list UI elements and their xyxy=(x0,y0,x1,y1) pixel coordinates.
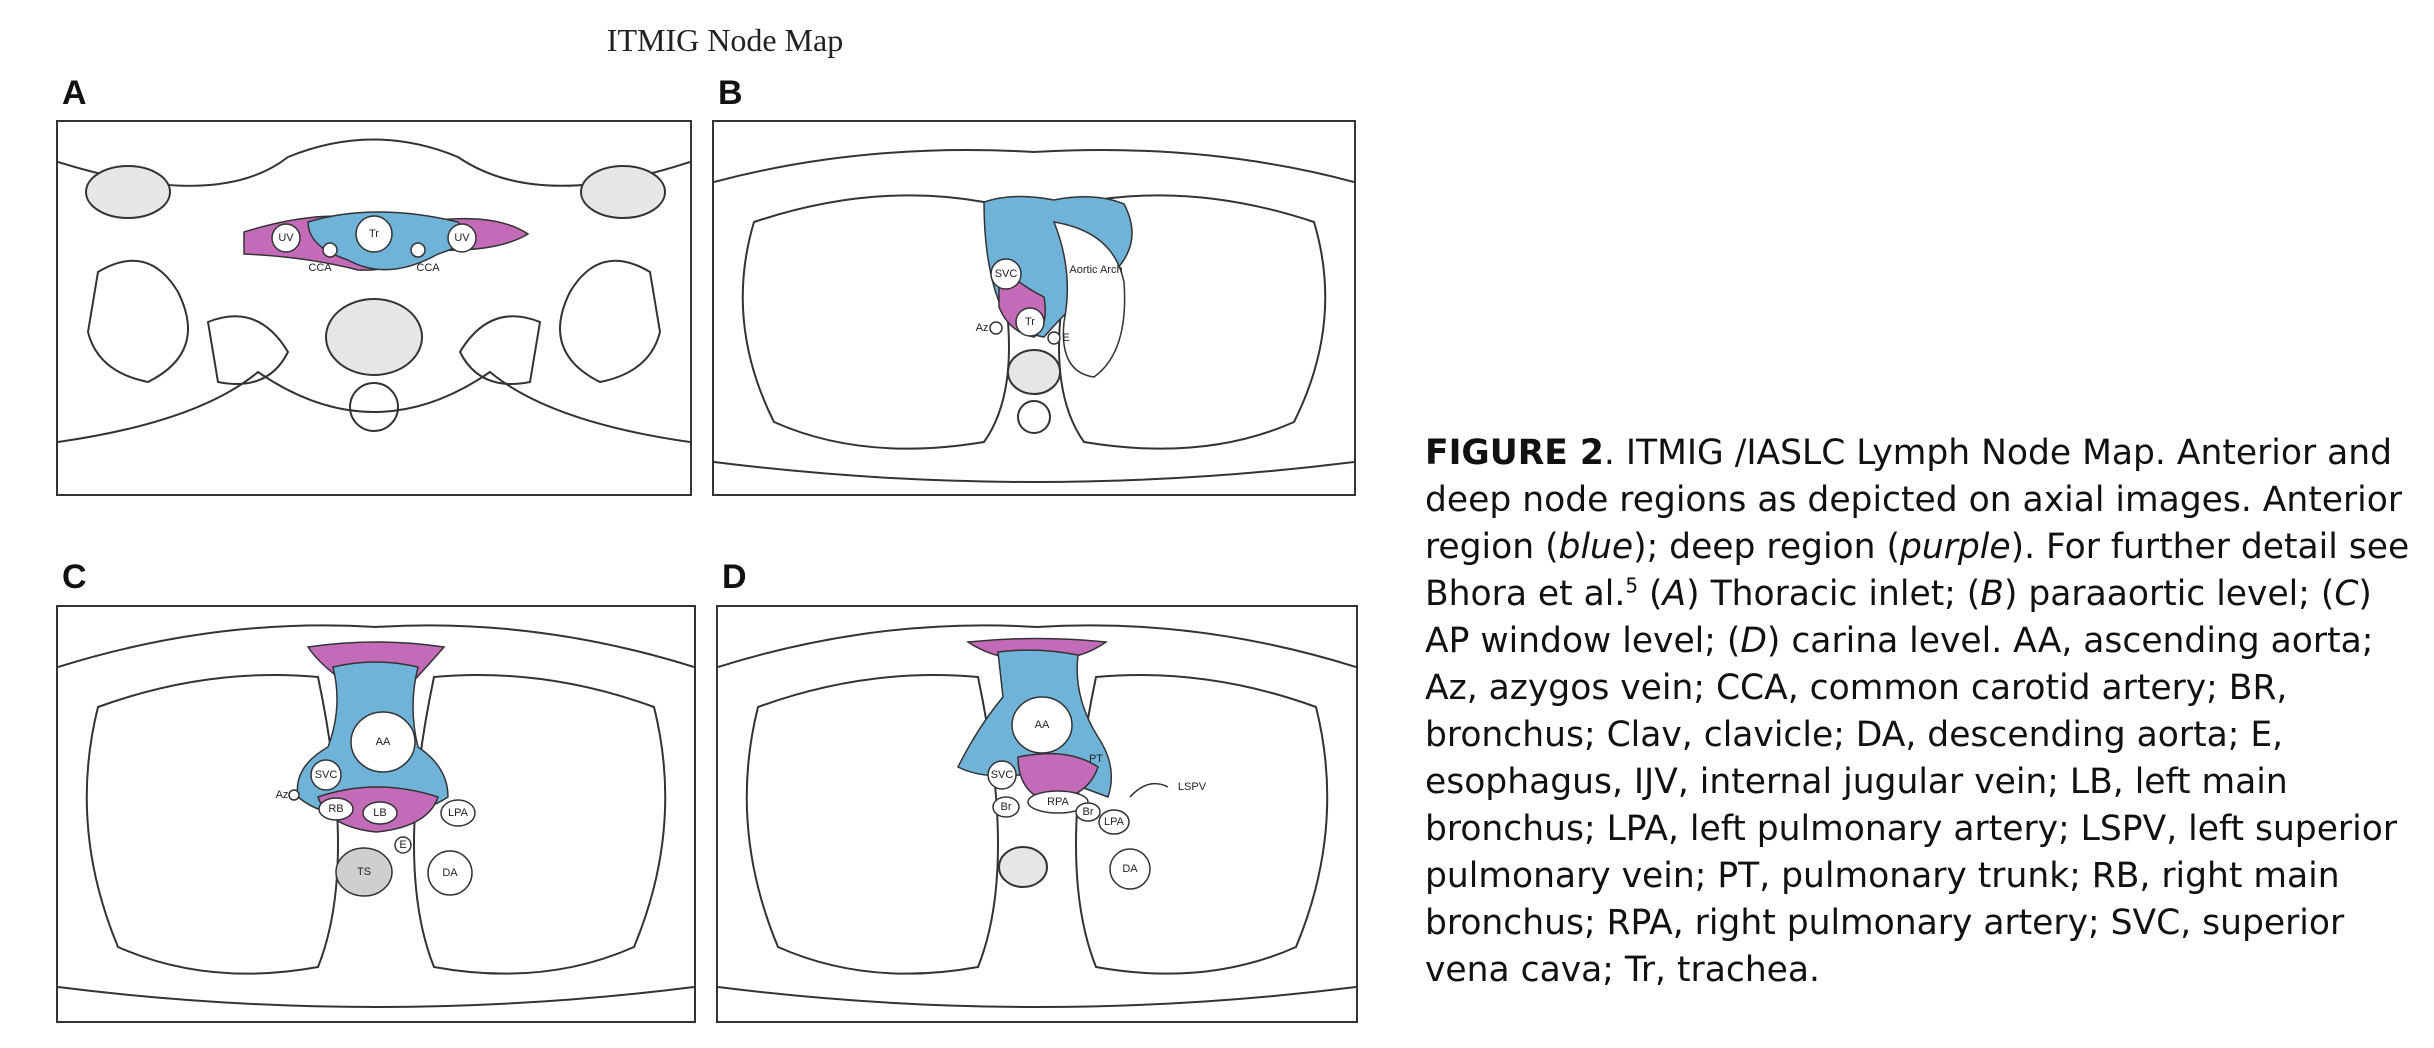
caption-panel-d: D xyxy=(1740,621,1767,661)
caption-text: ); deep region ( xyxy=(1633,527,1900,567)
label-esophagus: E xyxy=(399,839,406,851)
label-trachea: Tr xyxy=(1025,316,1035,328)
label-uv-right: UV xyxy=(278,232,294,244)
panel-a-letter: A xyxy=(62,74,87,112)
caption-purple: purple xyxy=(1899,527,2011,567)
label-da: DA xyxy=(442,867,458,879)
label-br-right: Br xyxy=(1001,801,1012,813)
caption-text: ) paraaortic level; ( xyxy=(2003,574,2335,614)
caption-text: ) carina level. AA, ascending aorta; Az,… xyxy=(1425,621,2397,990)
label-ts: TS xyxy=(357,866,371,878)
label-lb: LB xyxy=(373,807,386,819)
caption-text: ). For further detail see Bhora et al. xyxy=(1425,527,2410,614)
label-svc: SVC xyxy=(995,268,1018,280)
panel-b-paraaortic: SVC Aortic Arch Tr Az E xyxy=(712,120,1356,496)
caption-text: . ITMIG /IASLC Lymph Node Map. Anterior … xyxy=(1425,433,2403,567)
label-svc: SVC xyxy=(315,769,338,781)
panel-d-letter: D xyxy=(722,558,747,596)
label-da: DA xyxy=(1122,863,1138,875)
panel-d-diagram: AA SVC PT RPA LSPV Br Br LPA DA xyxy=(718,624,1356,1008)
caption-text: ) Thoracic inlet; ( xyxy=(1686,574,1981,614)
panel-c-letter: C xyxy=(62,558,87,596)
label-uv-left: UV xyxy=(454,232,470,244)
label-lspv: LSPV xyxy=(1178,781,1207,793)
panel-a-thoracic-inlet: UV Tr UV CCA CCA xyxy=(56,120,692,496)
label-rb: RB xyxy=(328,803,343,815)
label-esophagus: E xyxy=(1062,332,1069,344)
caption-blue: blue xyxy=(1558,527,1634,567)
label-trachea: Tr xyxy=(369,228,379,240)
panel-c-diagram: AA SVC Az RB LB LPA TS E DA xyxy=(58,624,694,1008)
panel-d-carina: AA SVC PT RPA LSPV Br Br LPA DA xyxy=(716,605,1358,1023)
label-rpa: RPA xyxy=(1047,796,1069,808)
caption-label: FIGURE 2 xyxy=(1425,433,1604,473)
caption-text: ) AP window level; ( xyxy=(1425,574,2372,661)
label-lpa: LPA xyxy=(448,807,469,819)
label-lpa: LPA xyxy=(1104,816,1125,828)
label-pt: PT xyxy=(1089,753,1103,765)
label-cca-right: CCA xyxy=(308,262,332,274)
label-aortic-arch: Aortic Arch xyxy=(1069,264,1122,276)
figure-caption: FIGURE 2. ITMIG /IASLC Lymph Node Map. A… xyxy=(1425,430,2420,994)
label-br-left: Br xyxy=(1083,806,1094,818)
panel-a-diagram: UV Tr UV CCA CCA xyxy=(58,138,690,443)
label-azygos: Az xyxy=(276,789,289,801)
caption-panel-b: B xyxy=(1980,574,2004,614)
figure-title: ITMIG Node Map xyxy=(606,22,844,58)
label-svc: SVC xyxy=(991,769,1014,781)
label-aa: AA xyxy=(376,736,391,748)
panel-b-diagram: SVC Aortic Arch Tr Az E xyxy=(714,149,1354,483)
caption-panel-a: A xyxy=(1662,574,1687,614)
label-cca-left: CCA xyxy=(416,262,440,274)
caption-reference: 5 xyxy=(1625,573,1639,598)
panel-c-ap-window: AA SVC Az RB LB LPA TS E DA xyxy=(56,605,696,1023)
label-azygos: Az xyxy=(976,322,989,334)
caption-text: ( xyxy=(1638,574,1663,614)
caption-panel-c: C xyxy=(2334,574,2359,614)
label-aa: AA xyxy=(1035,719,1050,731)
panel-b-letter: B xyxy=(718,74,743,112)
